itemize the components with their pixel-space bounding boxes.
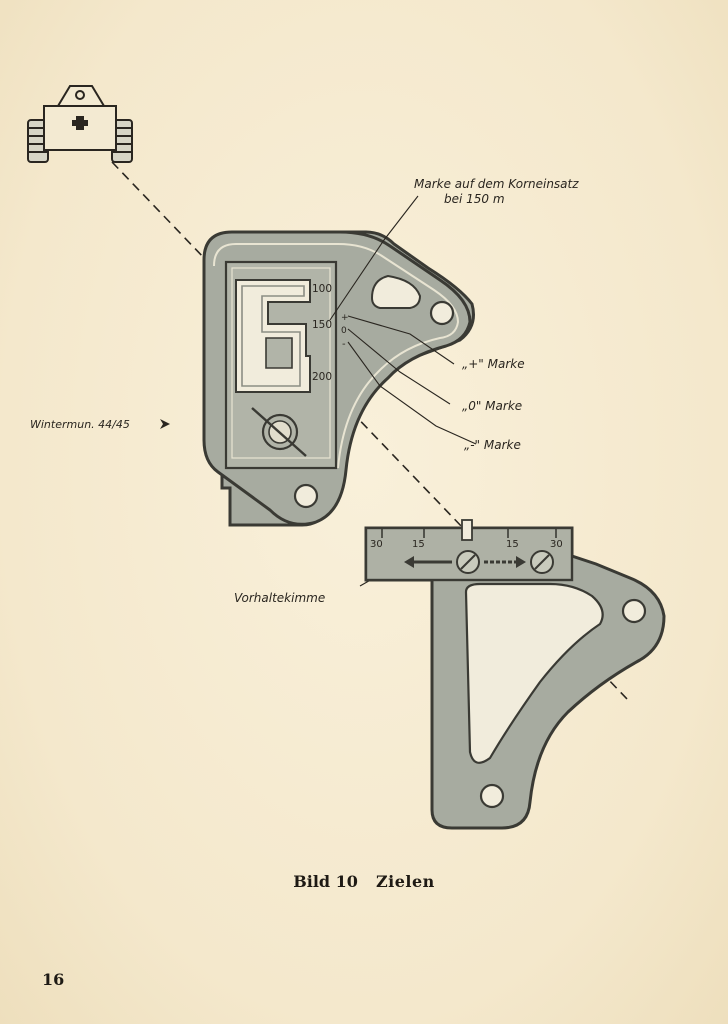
range-scale-100: 100: [312, 283, 332, 295]
label-korneinsatz: Marke auf dem Korneinsatz: [414, 177, 579, 191]
lead-sight-plate: [364, 519, 666, 830]
label-plus-mark: „+" Marke: [462, 357, 525, 371]
wintermun-arrow-icon: [160, 419, 170, 429]
label-wintermun: Wintermun. 44/45: [30, 418, 130, 431]
front-sight-insert: [202, 230, 475, 527]
aiming-diagram: 100 150 200 + 0 - Marke auf dem Korneins…: [27, 85, 666, 830]
tank-target-icon: [27, 85, 133, 163]
figure-title: Zielen: [375, 872, 435, 891]
lead-scale-left-15: 15: [412, 539, 425, 550]
lead-scale-left-30: 30: [370, 539, 383, 550]
lead-scale-right-15: 15: [506, 539, 519, 550]
label-vorhaltekimme: Vorhaltekimme: [234, 591, 325, 605]
figure-number: Bild 10: [293, 872, 358, 891]
range-scale-200: 200: [312, 371, 332, 383]
leader-lines: [329, 195, 477, 587]
label-zero-mark: „0" Marke: [462, 399, 522, 413]
figure-caption: Bild 10 Zielen: [0, 872, 728, 891]
mark-plus-symbol: +: [341, 313, 349, 323]
page-number: 16: [42, 970, 65, 989]
mark-minus-symbol: -: [342, 339, 346, 350]
label-korneinsatz-range: bei 150 m: [444, 192, 505, 206]
mark-zero-symbol: 0: [341, 326, 347, 336]
label-minus-mark: „-" Marke: [464, 438, 521, 452]
range-scale-150: 150: [312, 319, 332, 331]
lead-scale-right-30: 30: [550, 539, 563, 550]
